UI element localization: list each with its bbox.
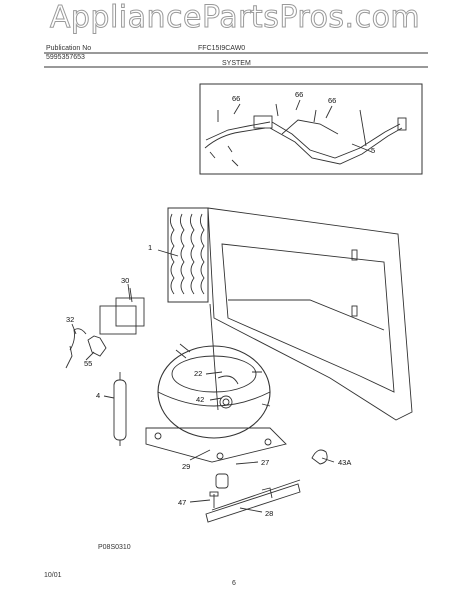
revision-date: 10/01 [44,572,62,579]
publication-label: Publication No [46,45,92,52]
callout-66: 66 [232,94,240,103]
callout-29: 29 [182,462,190,471]
callout-42: 42 [196,395,204,404]
callout-1: 1 [148,243,152,252]
callout-66: 66 [328,96,336,105]
section-title: SYSTEM [222,60,251,67]
callout-32: 32 [66,315,74,324]
callout-43a: 43A [338,458,351,467]
callout-66: 66 [295,90,303,99]
model-number: FFC15I9CAW0 [198,45,246,52]
callout-55: 55 [84,359,92,368]
callout-5: 5 [371,146,375,155]
callout-47: 47 [178,498,186,507]
page-number: 6 [232,580,236,587]
callout-27: 27 [261,458,269,467]
callout-28: 28 [265,509,273,518]
callout-22: 22 [194,369,202,378]
callout-4: 4 [96,391,100,400]
publication-number: 5995357653 [46,54,85,61]
drawing-code: P08S0310 [98,544,131,551]
callout-30: 30 [121,276,129,285]
watermark: AppliancePartsPros.com [49,0,421,36]
